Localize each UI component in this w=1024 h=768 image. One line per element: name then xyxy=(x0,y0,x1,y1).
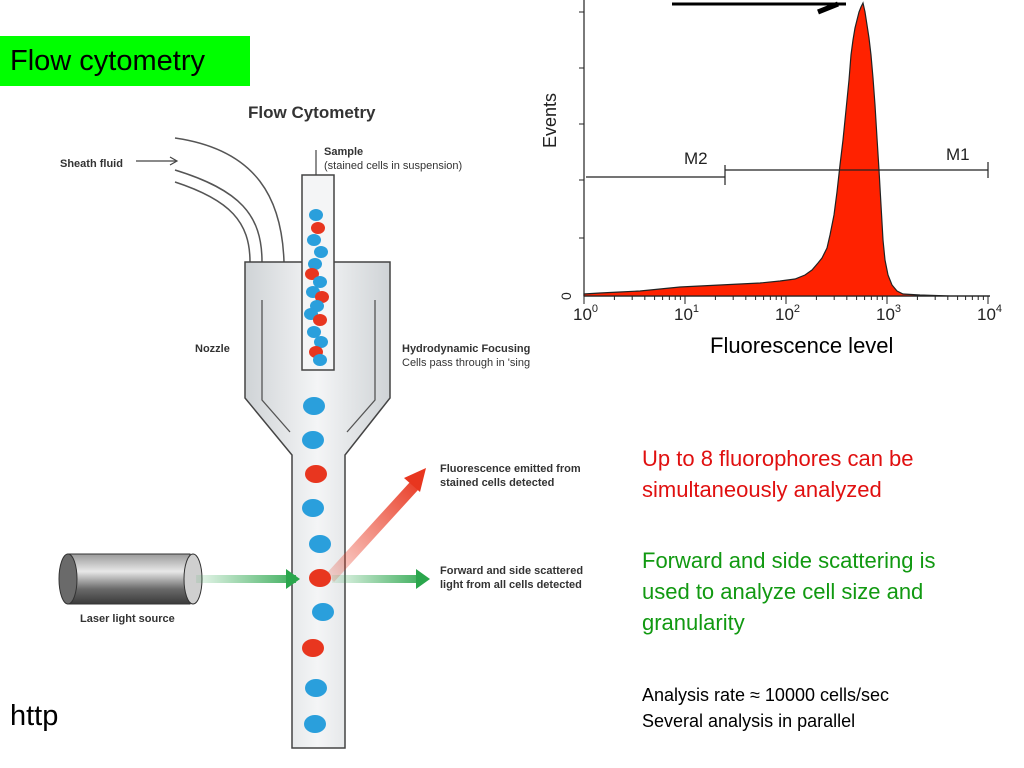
fluorescence-histogram: M2 M1 Events 0 100 101 102 103 104 xyxy=(540,0,1002,324)
y-ticks xyxy=(579,11,584,239)
analysis-rate-line: Analysis rate ≈ 10000 cells/sec xyxy=(642,685,889,705)
x-tick-label-3: 103 xyxy=(876,303,901,324)
slide-title: Flow cytometry xyxy=(0,36,250,86)
fluorescence-arrowhead xyxy=(404,468,426,492)
pointer-arrow-tip xyxy=(817,1,839,15)
y-axis-label: Events xyxy=(540,93,560,148)
hydro-detail: Cells pass through in 'sing xyxy=(402,357,530,369)
flow-cytometry-diagram: Flow Cytometry Sheath fluid Sample (stai… xyxy=(58,103,583,749)
hydro-title: Hydrodynamic Focusing xyxy=(402,343,530,355)
sheath-fluid-label: Sheath fluid xyxy=(60,158,123,170)
laser-beam xyxy=(196,575,296,583)
marker-m1-label: M1 xyxy=(946,145,970,164)
nozzle-label: Nozzle xyxy=(195,343,230,355)
x-tick-label-0: 100 xyxy=(573,303,598,324)
scatter-label-1: Forward and side scattered xyxy=(440,565,583,577)
x-tick-labels: 100 101 102 103 104 xyxy=(573,303,1002,324)
laser-beam-arrowhead xyxy=(286,569,300,589)
sheath-tube xyxy=(174,169,263,263)
fluorescence-label-2: stained cells detected xyxy=(440,477,554,489)
scatter-beam xyxy=(332,575,422,583)
fluorescence-label-1: Fluorescence emitted from xyxy=(440,463,581,475)
parallel-analysis-line: Several analysis in parallel xyxy=(642,711,856,731)
url-fragment: http xyxy=(10,700,59,732)
x-tick-label-1: 101 xyxy=(674,303,699,324)
histogram-fill xyxy=(583,1,990,297)
x-tick-label-4: 104 xyxy=(977,303,1002,324)
analysis-rate-note: Analysis rate ≈ 10000 cells/sec Several … xyxy=(642,682,1002,734)
y-tick-zero: 0 xyxy=(558,292,574,300)
sheath-tube-inner xyxy=(174,181,251,263)
marker-m2-label: M2 xyxy=(684,149,708,168)
sample-detail: (stained cells in suspension) xyxy=(324,160,462,172)
channel-cells xyxy=(302,397,334,733)
diagram-heading: Flow Cytometry xyxy=(248,103,376,122)
laser-light-source xyxy=(58,553,203,605)
x-axis-label: Fluorescence level xyxy=(710,333,894,358)
sample-cells xyxy=(304,209,329,366)
laser-label: Laser light source xyxy=(80,613,175,625)
scattering-note: Forward and side scattering is used to a… xyxy=(642,548,936,635)
flow-guide-left xyxy=(261,300,291,433)
x-ticks xyxy=(583,296,989,304)
sheath-tube-2 xyxy=(174,137,285,263)
sheath-arrow-head xyxy=(169,156,179,166)
sample-label: Sample xyxy=(324,146,363,158)
x-tick-label-2: 102 xyxy=(775,303,800,324)
scatter-arrowhead xyxy=(416,569,430,589)
fluorescence-beam xyxy=(326,482,418,582)
fluorophores-note: Up to 8 fluorophores can be simultaneous… xyxy=(642,446,914,502)
scatter-label-2: light from all cells detected xyxy=(440,579,582,591)
flow-guide-right xyxy=(346,300,376,433)
